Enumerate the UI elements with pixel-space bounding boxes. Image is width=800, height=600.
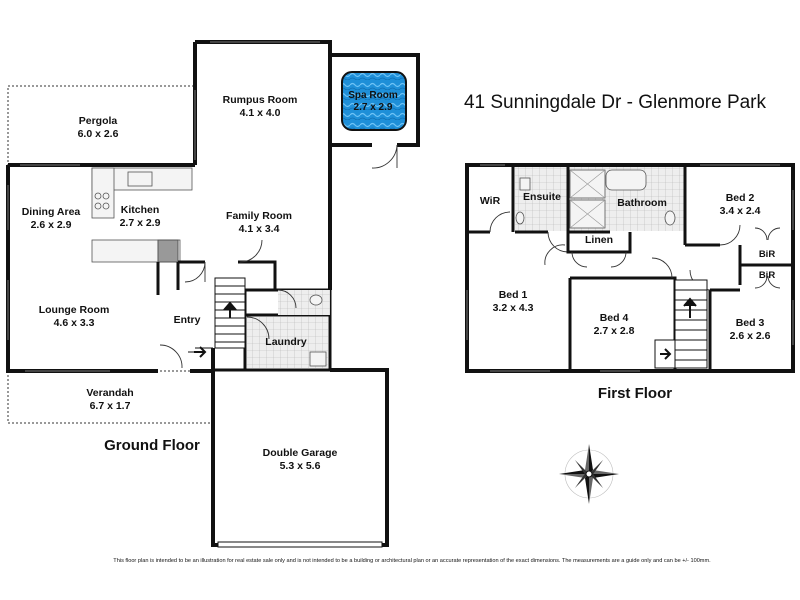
bed1-size: 3.2 x 4.3 [493, 302, 534, 314]
wir-name: WiR [480, 195, 501, 207]
ensuite-name: Ensuite [523, 191, 561, 203]
dining-size: 2.6 x 2.9 [31, 219, 72, 231]
rumpus-name: Rumpus Room [223, 94, 298, 106]
garage-size: 5.3 x 5.6 [280, 460, 321, 472]
verandah-size: 6.7 x 1.7 [90, 400, 131, 412]
bathroom-name: Bathroom [617, 197, 667, 209]
stair-arrow-icon [223, 301, 237, 318]
ground-labels: Pergola 6.0 x 2.6 Rumpus Room 4.1 x 4.0 … [22, 90, 398, 472]
spa-pool [341, 71, 407, 131]
ground-floor-plan [6, 40, 420, 548]
kitchen-size: 2.7 x 2.9 [120, 217, 161, 229]
rumpus-room-walls [193, 40, 332, 290]
verandah-outline [7, 370, 214, 424]
bed3-name: Bed 3 [736, 317, 765, 329]
entry-name: Entry [174, 314, 201, 326]
family-size: 4.1 x 3.4 [239, 223, 280, 235]
first-stairs [654, 279, 708, 369]
powder-room [277, 289, 330, 315]
laundry-name: Laundry [265, 336, 307, 348]
bed2-size: 3.4 x 2.4 [720, 205, 761, 217]
pergola-outline [7, 85, 196, 166]
kitchen-name: Kitchen [121, 204, 160, 216]
linen-name: Linen [585, 234, 613, 246]
compass-rose-icon [559, 444, 619, 504]
property-address: 41 Sunningdale Dr - Glenmore Park [464, 92, 767, 113]
bir1-name: BiR [759, 249, 776, 260]
verandah-name: Verandah [86, 387, 133, 399]
kitchen-counters [91, 167, 193, 263]
ground-outer-walls [6, 163, 215, 373]
spa-name: Spa Room [348, 90, 398, 101]
first-floor-title: First Floor [598, 385, 672, 402]
rumpus-size: 4.1 x 4.0 [240, 107, 281, 119]
bed2-name: Bed 2 [726, 192, 755, 204]
dining-name: Dining Area [22, 206, 81, 218]
garage-name: Double Garage [263, 447, 338, 459]
spa-room [328, 53, 420, 169]
family-name: Family Room [226, 210, 292, 222]
bed4-name: Bed 4 [600, 312, 629, 324]
first-labels: WiR Ensuite Bathroom Bed 2 3.4 x 2.4 Lin… [480, 191, 775, 402]
ground-stairs [214, 277, 246, 349]
pergola-size: 6.0 x 2.6 [78, 128, 119, 140]
bed3-size: 2.6 x 2.6 [730, 330, 771, 342]
lounge-size: 4.6 x 3.3 [54, 317, 95, 329]
pergola-name: Pergola [79, 115, 118, 127]
ground-floor-title: Ground Floor [104, 437, 200, 454]
bed4-size: 2.7 x 2.8 [594, 325, 635, 337]
spa-size: 2.7 x 2.9 [354, 102, 393, 113]
disclaimer: This floor plan is intended to be an ill… [113, 558, 711, 564]
lounge-name: Lounge Room [39, 304, 110, 316]
garage-walls [211, 368, 389, 547]
bir2-name: BiR [759, 270, 776, 281]
bed1-name: Bed 1 [499, 289, 528, 301]
first-floor-plan [465, 163, 795, 373]
